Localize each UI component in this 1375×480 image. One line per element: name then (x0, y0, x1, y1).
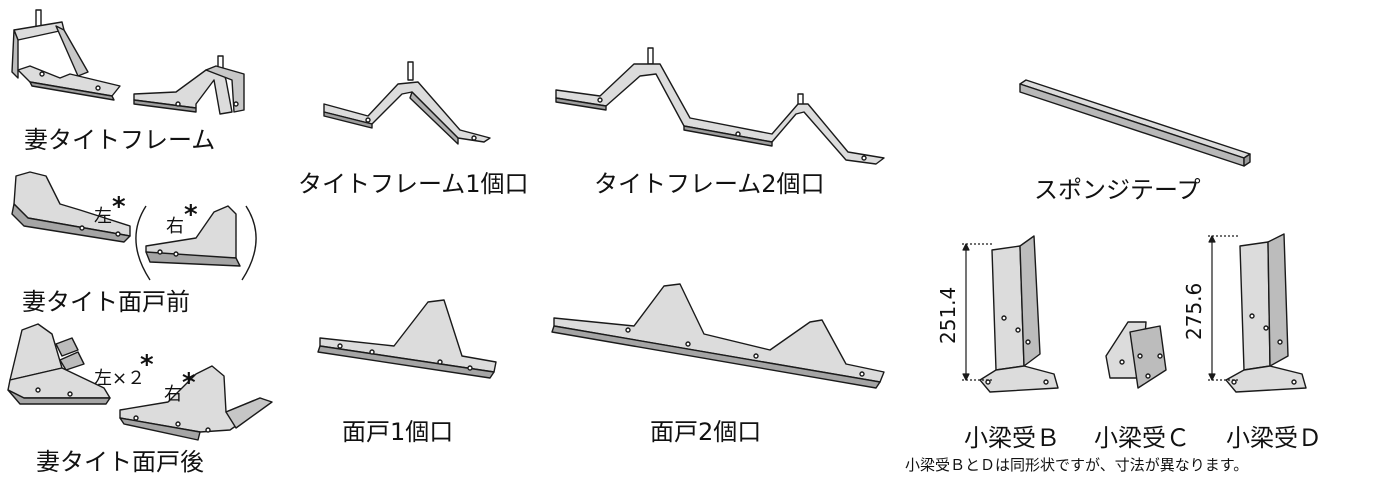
label-tsuma-menodo-rear: 妻タイト面戸後 (36, 448, 204, 476)
marker-left-x2: 左×２ (94, 368, 146, 389)
marker-right: 右 (164, 384, 182, 405)
dimension-b-height: 251.4 (936, 286, 960, 344)
dimension-d-height: 275.6 (1182, 282, 1206, 340)
tsuma-menodo-front-drawing (11, 171, 257, 281)
koharibu-d-drawing (1225, 233, 1307, 393)
note-koharibu-b-d: 小梁受ＢとＤは同形状ですが、寸法が異なります。 (905, 456, 1249, 474)
menodo-2-drawing (551, 283, 885, 389)
label-koharibu-d: 小梁受Ｄ (1226, 424, 1322, 452)
asterisk-marker: * (182, 368, 196, 398)
sponge-tape-drawing (1019, 79, 1251, 167)
tsuma-menodo-rear-drawing (7, 323, 273, 441)
asterisk-marker: * (184, 200, 198, 230)
label-menodo-1: 面戸1個口 (342, 418, 454, 446)
label-tight-frame-1: タイトフレーム1個口 (298, 170, 529, 198)
koharibu-b-drawing (979, 235, 1059, 393)
label-menodo-2: 面戸2個口 (650, 418, 762, 446)
dimension-lines (962, 235, 1240, 381)
label-tsuma-tight-frame: 妻タイトフレーム (24, 126, 216, 154)
tsuma-tight-frame-drawing (11, 9, 245, 115)
marker-left: 左 (94, 206, 112, 227)
label-koharibu-b: 小梁受Ｂ (964, 424, 1060, 452)
asterisk-marker: * (112, 192, 126, 222)
tight-frame-1-drawing (323, 61, 491, 145)
asterisk-marker: * (140, 350, 154, 380)
koharibu-c-drawing (1105, 321, 1167, 389)
tight-frame-2-drawing (555, 47, 885, 165)
label-sponge-tape: スポンジテープ (1034, 176, 1201, 204)
label-tsuma-menodo-front: 妻タイト面戸前 (22, 288, 190, 316)
label-koharibu-c: 小梁受Ｃ (1094, 424, 1190, 452)
marker-right: 右 (166, 216, 184, 237)
menodo-1-drawing (317, 299, 497, 379)
label-tight-frame-2: タイトフレーム2個口 (594, 170, 825, 198)
